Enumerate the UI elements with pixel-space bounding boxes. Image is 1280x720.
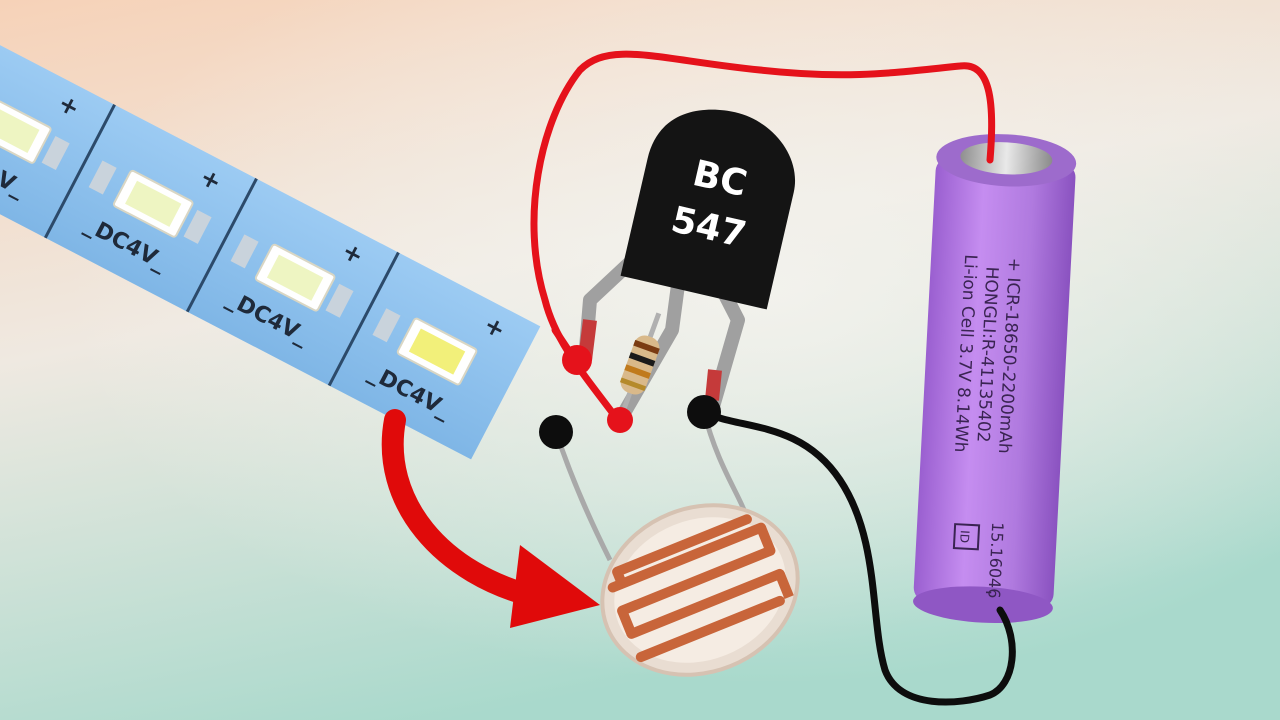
red-joint xyxy=(607,407,633,433)
strip-board xyxy=(0,40,541,460)
battery-minus-mark: - xyxy=(984,579,992,603)
black-joint xyxy=(687,395,721,429)
red-joint xyxy=(562,345,592,375)
red-wire xyxy=(530,50,996,424)
curved-arrow-icon xyxy=(381,409,600,628)
black-wire xyxy=(700,408,1016,706)
transistor: BC 547 xyxy=(620,109,795,310)
battery-logo: ID xyxy=(957,530,972,543)
black-joint xyxy=(539,415,573,449)
battery-code: 15.16046 xyxy=(984,522,1007,599)
ldr-icon xyxy=(600,503,800,677)
led-strip: + _DC4V_ + _DC4V_ + _DC4V_ + _DC4V_ xyxy=(0,40,541,460)
resistor-icon xyxy=(618,312,662,418)
battery: + ICR-18650-2200mAh HONGLI:R-41135402 Li… xyxy=(913,134,1077,624)
